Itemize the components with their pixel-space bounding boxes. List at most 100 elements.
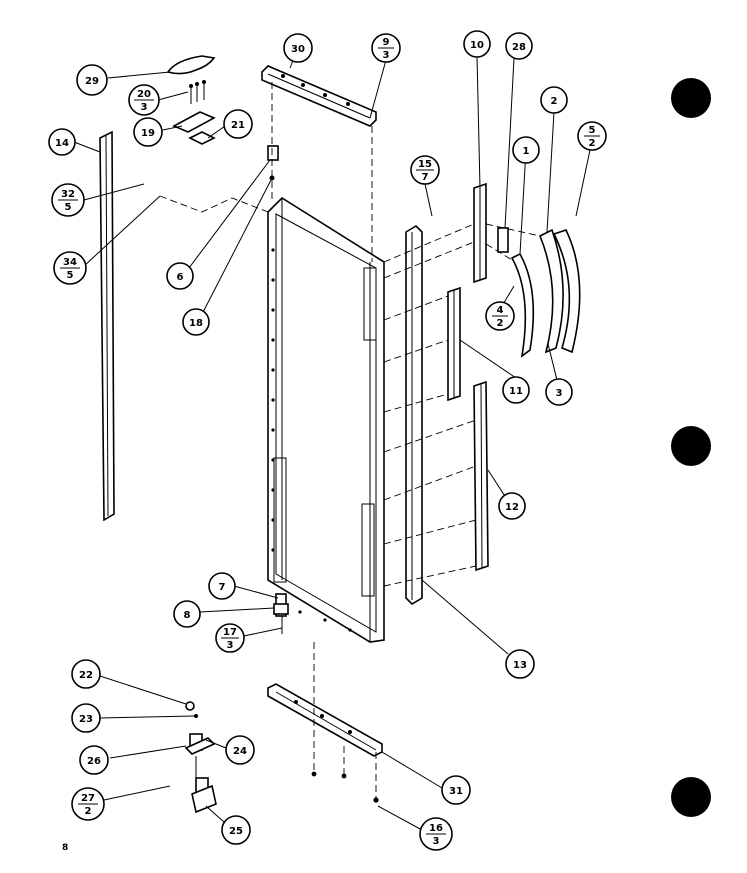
- callout-14: 14: [48, 128, 76, 156]
- svg-text:8: 8: [184, 610, 191, 621]
- svg-text:3: 3: [433, 836, 440, 847]
- svg-text:17: 17: [223, 627, 237, 638]
- svg-text:30: 30: [291, 44, 305, 55]
- top-hinge-plate: [172, 111, 216, 133]
- svg-text:2: 2: [551, 96, 558, 107]
- svg-text:7: 7: [219, 582, 226, 593]
- callout-29: 29: [76, 64, 108, 96]
- svg-text:28: 28: [512, 42, 526, 53]
- bottom-door-hinge: [273, 593, 289, 634]
- handle-mounting-strip: [405, 224, 423, 606]
- svg-text:27: 27: [81, 793, 95, 804]
- callout-32-5: 32 5: [51, 183, 85, 217]
- svg-text:14: 14: [55, 138, 69, 149]
- callout-31: 31: [441, 775, 471, 805]
- svg-text:11: 11: [509, 386, 523, 397]
- svg-text:23: 23: [79, 714, 93, 725]
- svg-text:9: 9: [383, 37, 390, 48]
- trim-upper: [473, 182, 487, 284]
- hinge-bushing-top: [188, 131, 216, 145]
- page-number: 8: [62, 843, 68, 853]
- callout-4-2: 4 2: [485, 301, 515, 331]
- svg-text:3: 3: [383, 50, 390, 61]
- svg-text:5: 5: [589, 125, 596, 136]
- callout-11: 11: [502, 376, 530, 404]
- top-door-channel: [261, 65, 377, 127]
- hinge-cap: [166, 55, 216, 75]
- callout-26: 26: [79, 745, 109, 775]
- svg-text:21: 21: [231, 120, 245, 131]
- callout-12: 12: [498, 492, 526, 520]
- callout-5-2: 5 2: [577, 121, 607, 151]
- svg-text:3: 3: [227, 640, 234, 651]
- hinge-screws-top: [189, 80, 206, 104]
- callout-23: 23: [71, 703, 101, 733]
- callout-18: 18: [182, 308, 210, 336]
- bottom-door-channel: [267, 683, 383, 757]
- bottom-screws: [311, 771, 379, 803]
- callout-15-7: 15 7: [410, 155, 440, 185]
- trim-middle: [447, 286, 461, 402]
- door-gasket-strip: [99, 130, 115, 522]
- handle-right: [552, 229, 581, 354]
- binder-hole-bottom: [671, 777, 711, 817]
- callout-16-3: 16 3: [419, 817, 453, 851]
- svg-text:6: 6: [177, 272, 184, 283]
- callout-7: 7: [208, 572, 236, 600]
- svg-text:2: 2: [85, 806, 92, 817]
- callout-22: 22: [71, 659, 101, 689]
- svg-text:20: 20: [137, 89, 151, 100]
- svg-text:22: 22: [79, 670, 93, 681]
- callout-6: 6: [166, 262, 194, 290]
- svg-text:15: 15: [418, 159, 432, 170]
- callout-3: 3: [545, 378, 573, 406]
- svg-text:31: 31: [449, 786, 463, 797]
- callout-10: 10: [463, 30, 491, 58]
- callout-34-5: 34 5: [53, 251, 87, 285]
- callout-27-2: 27 2: [71, 787, 105, 821]
- callout-19: 19: [133, 117, 163, 147]
- callout-25: 25: [221, 815, 251, 845]
- hinge-pin-block: [267, 145, 279, 161]
- svg-text:32: 32: [61, 189, 75, 200]
- lower-hinge-assembly: [184, 701, 217, 814]
- svg-text:5: 5: [65, 202, 72, 213]
- callout-13: 13: [505, 649, 535, 679]
- svg-text:25: 25: [229, 826, 243, 837]
- callout-17-3: 17 3: [215, 623, 245, 653]
- svg-text:3: 3: [141, 102, 148, 113]
- svg-text:18: 18: [189, 318, 203, 329]
- svg-text:34: 34: [63, 257, 77, 268]
- svg-text:19: 19: [141, 128, 155, 139]
- door-panel: [267, 196, 385, 643]
- svg-text:12: 12: [505, 502, 519, 513]
- callout-9-3: 9 3: [371, 33, 401, 63]
- svg-text:2: 2: [497, 318, 504, 329]
- handle-middle: [538, 228, 564, 354]
- svg-text:7: 7: [422, 172, 429, 183]
- svg-text:1: 1: [523, 146, 530, 157]
- trim-lower: [473, 380, 489, 572]
- svg-text:29: 29: [85, 76, 99, 87]
- svg-text:4: 4: [497, 305, 504, 316]
- svg-text:10: 10: [470, 40, 484, 51]
- binder-hole-middle: [671, 426, 711, 466]
- svg-text:24: 24: [233, 746, 247, 757]
- assembly-lines: [159, 82, 541, 800]
- svg-text:26: 26: [87, 756, 101, 767]
- callout-1: 1: [512, 136, 540, 164]
- handle-left: [510, 252, 535, 358]
- leader-lines: [73, 47, 591, 831]
- callout-21: 21: [223, 109, 253, 139]
- binder-hole-top: [671, 78, 711, 118]
- callout-2: 2: [540, 86, 568, 114]
- svg-text:16: 16: [429, 823, 443, 834]
- callout-24: 24: [225, 735, 255, 765]
- svg-text:3: 3: [556, 388, 563, 399]
- callout-30: 30: [283, 33, 313, 63]
- callout-8: 8: [173, 600, 201, 628]
- svg-text:13: 13: [513, 660, 527, 671]
- callout-28: 28: [505, 32, 533, 60]
- svg-text:2: 2: [589, 138, 596, 149]
